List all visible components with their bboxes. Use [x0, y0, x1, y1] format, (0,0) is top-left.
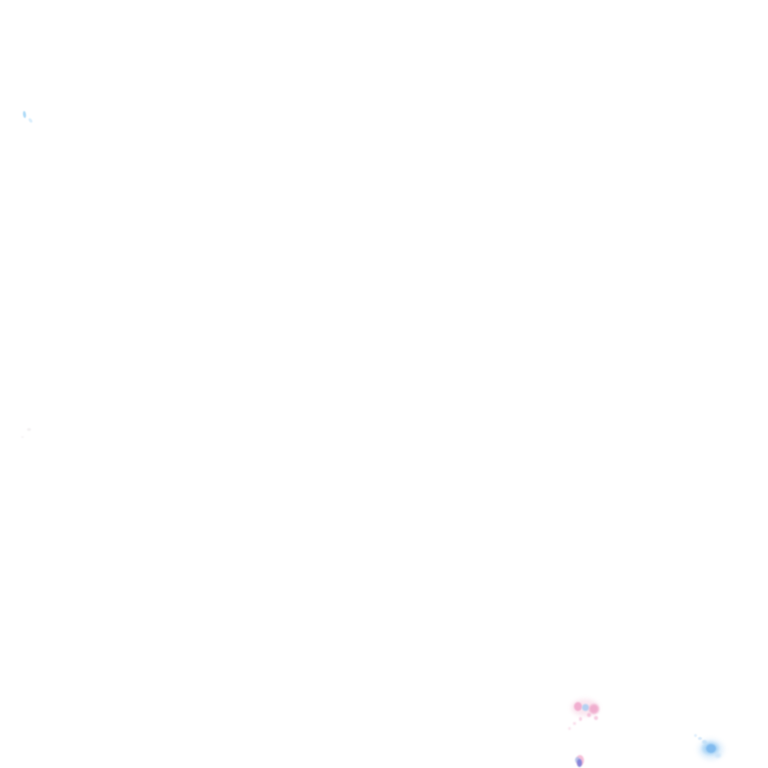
blue-smudge-mid [702, 742, 719, 755]
blue-smudge-tail [715, 753, 721, 758]
blue-scribble-stroke-1 [22, 110, 27, 119]
pink-splash-speck-5 [594, 716, 598, 720]
purple-dot-core [577, 759, 582, 767]
blue-smudge-streak-2 [698, 737, 702, 740]
pink-splash-speck-4 [568, 727, 571, 730]
gray-speck-1 [27, 428, 31, 431]
pink-splash-speck-1 [587, 713, 591, 717]
pink-splash-left-blob [574, 702, 582, 711]
pink-splash-speck-2 [579, 717, 582, 721]
pink-splash-speck-3 [573, 722, 576, 725]
purple-dot-pink-fringe [576, 755, 584, 766]
blue-scribble-stroke-2 [27, 117, 34, 124]
pink-splash-right-blob [589, 704, 599, 714]
purple-dot-blue-edge [575, 757, 580, 763]
blue-smudge-streak-3 [702, 740, 707, 744]
gray-speck-2 [21, 436, 24, 438]
blue-smudge-streak-1 [694, 734, 697, 737]
blue-smudge-core [706, 744, 716, 753]
blue-smudge-halo [698, 739, 724, 760]
pink-splash-blue-patch [582, 704, 589, 711]
pink-splash-halo [571, 699, 599, 716]
